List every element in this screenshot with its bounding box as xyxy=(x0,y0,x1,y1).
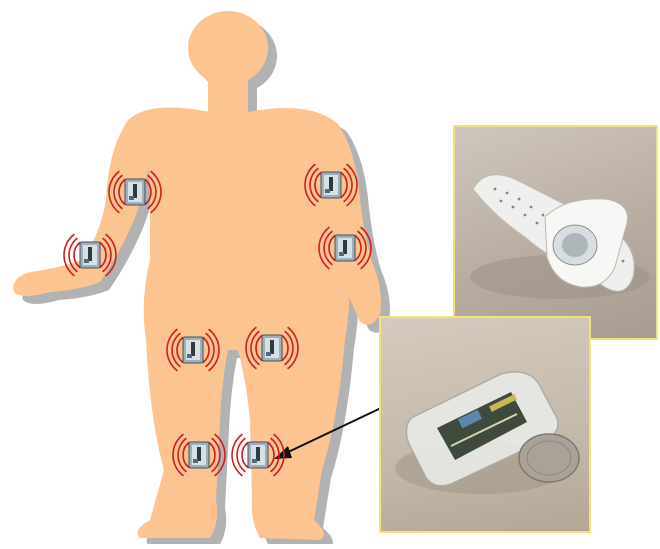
wireless-sensor-icon xyxy=(183,337,203,363)
wireless-sensor-icon xyxy=(125,179,145,205)
wireless-sensor-icon xyxy=(335,235,355,261)
wireless-sensor-icon xyxy=(262,335,282,361)
sensor-device-photo xyxy=(379,316,591,533)
wrist-strap-photo xyxy=(453,125,658,340)
wireless-sensor-icon xyxy=(189,442,209,468)
wireless-sensor-icon xyxy=(321,172,341,198)
wireless-sensor-icon xyxy=(80,242,100,268)
wireless-sensor-icon xyxy=(248,442,268,468)
